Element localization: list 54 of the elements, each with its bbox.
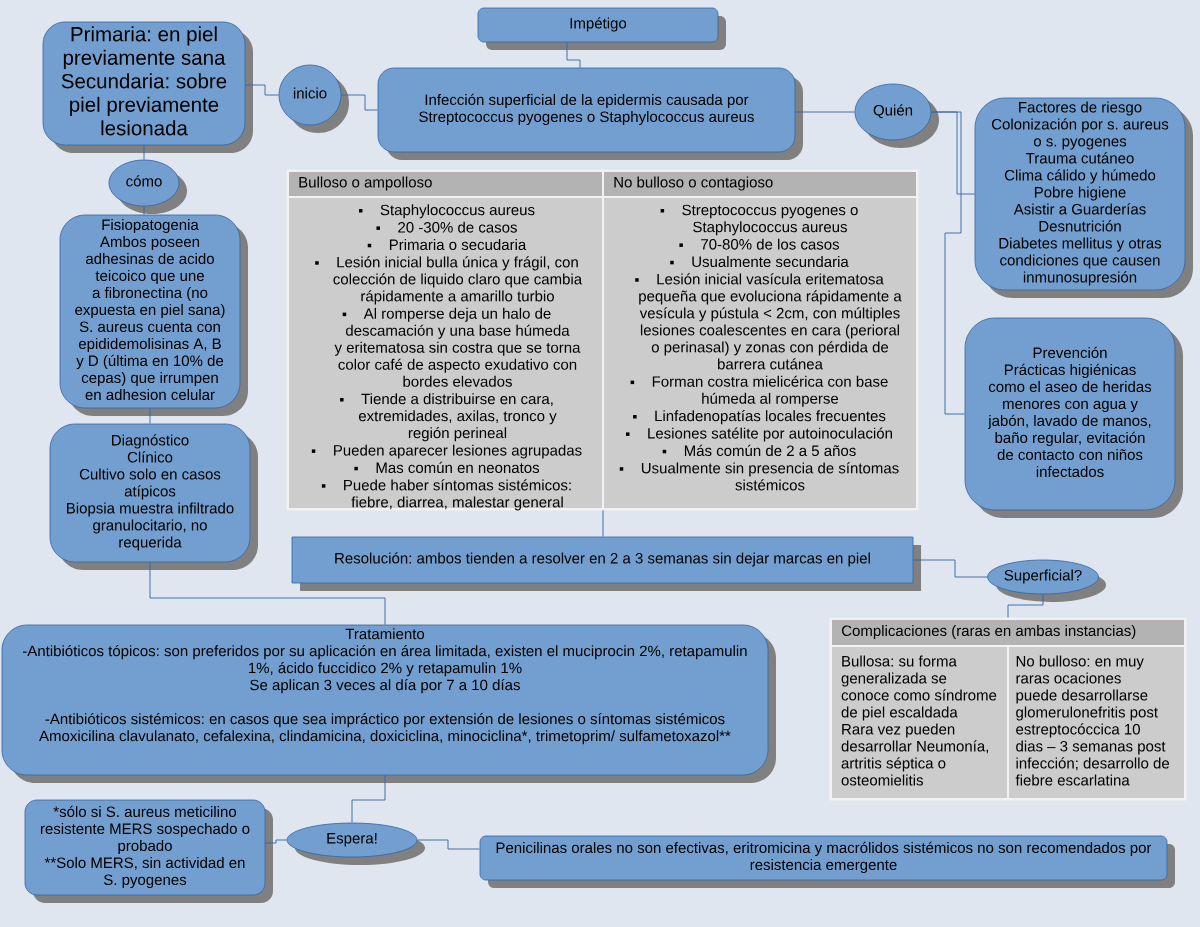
node-label: Más común de 2 a 5 años	[684, 444, 856, 457]
concept-box: Diagnóstico Clínico Cultivo solo en casos atípicos Biopsia muestra infiltrado granulocitario, no requerida	[49, 423, 258, 570]
table-header-cell: Bulloso o ampolloso	[289, 172, 602, 196]
node-label: Mas común en neonatos	[376, 461, 540, 474]
node-label: Lesiones satélite por autoinoculación	[648, 427, 892, 442]
connector-line	[264, 839, 288, 844]
connector-line	[340, 94, 379, 111]
connector-line	[416, 839, 481, 850]
title-box: Impétigo	[477, 7, 726, 50]
connector-line	[930, 111, 966, 415]
node-label: Usualmente secundaria	[692, 256, 849, 268]
connector-line	[351, 774, 386, 824]
node-label: Pueden aparecer lesiones agrupadas	[334, 444, 582, 459]
node-label: Bullosa: su forma generalizada se conoce como síndrome de piel escaldada	[841, 655, 997, 721]
concept-box: Infección superficial de la epidermis causada por Streptococcus pyogenes o Staphylococcus aureus	[377, 67, 803, 160]
table-cell: No bulloso: en muy raras ocaciones puede desarrollarse glomerulonefritis post estreptocóccica 10 dias – 3 semanas post infección; desarrollo de fiebre escarlatina	[1009, 647, 1184, 798]
node-label: Streptococcus pyogenes o Staphylococcus aureus	[682, 204, 858, 236]
concept-box: *sólo si S. aureus meticilino resistente MERS sospechado o probado **Solo MERS, sin actividad en S. pyogenes	[24, 799, 273, 903]
node-label: Al romperse deja un halo de descamación y una base húmeda y eritematosa sin costra que se torna color café de aspecto exudativo con bordes elevados	[334, 307, 581, 387]
concept-box: Prevención Prácticas higiénicas como el aseo de heridas menores con agua y jabón, lavado de manos, baño regular, evitación de contacto con niños infectados	[964, 317, 1183, 518]
connector-line	[1007, 593, 1044, 618]
connector-line	[149, 407, 151, 425]
connector-line	[244, 84, 280, 96]
table-cell: Bullosa: su forma generalizada se conoce como síndrome de piel escaldada Rara vez pueden desarrollar Neumonía, artritis séptica o osteomielitis	[832, 647, 1007, 798]
table-header-cell: Complicaciones (raras en ambas instancias)	[832, 620, 1184, 645]
node-label: Linfadenopatías locales frecuentes	[655, 410, 886, 425]
concept-box: Resolución: ambos tienden a resolver en 2 a 3 semanas sin dejar marcas en piel	[291, 536, 921, 591]
concept-box: Fisiopatogenia Ambos poseen adhesinas de acido teicoico que une a fibronectina (no expuesta en piel sana) S. aureus cuenta con epididemolisinas A, B y D (última en 10% de cepas) que irrumpen en adhesion celular	[59, 214, 248, 416]
node-label: Rara vez pueden desarrollar Neumonía, artritis séptica o osteomielitis	[841, 723, 989, 786]
node-label: Usualmente sin presencia de síntomas sistémicos	[641, 462, 899, 491]
node-label: 70-80% de los casos	[701, 238, 840, 250]
node-label: Puede haber síntomas sistémicos: fiebre, diarrea, malestar general	[344, 479, 571, 511]
concept-box: Factores de riesgo Colonización por s. aureus o s. pyogenes Trauma cutáneo Clima cálido y húmedo Pobre higiene Asistir a Guarderías Desnutrición Diabetes mellitus y otras condiciones que causen inmunosupresión	[974, 97, 1193, 298]
node-label: No bulloso: en muy raras ocaciones puede desarrollarse glomerulonefritis post estreptocóccica 10 dias – 3 semanas post infección; desarrollo de fiebre escarlatina	[1015, 655, 1170, 786]
connector-line	[143, 205, 145, 216]
concept-box: Primaria: en piel previamente sana Secundaria: sobre piel previamente lesionada	[42, 21, 253, 153]
connector-line	[143, 144, 145, 161]
connector-line	[149, 561, 386, 626]
concept-box: Tratamiento -Antibióticos tópicos: son preferidos por su aplicación en área limitada, existen el muciprocin 2%, retapamulin 1%, ácido fuccidico 2% y retapamulin 1% Se aplican 3 veces al día por 7 a 10 días -Antibióticos sistémicos: en casos que sea impráctico por extensión de lesiones o síntomas sistémicos Amoxicilina clavulanato, cefalexina, clindamicina, doxiciclina, minociclina*, trimetoprim/ sulfametoxazol**	[1, 624, 776, 783]
node-label: Lesión inicial bulla única y frágil, con colección de liquido claro que cambia rápidamente a amarillo turbio	[333, 256, 583, 305]
node-label: Forman costra mielicérica con base húmeda al romperse	[652, 375, 888, 407]
table-header-cell: No bulloso o contagioso	[604, 172, 916, 196]
connector-line	[602, 510, 604, 538]
node-label: Tiende a distribuirse en cara, extremidades, axilas, tronco y región perineal	[358, 393, 557, 442]
node-label: Staphylococcus aureus	[380, 204, 535, 219]
concept-box: Penicilinas orales no son efectivas, eritromicina y macrólidos sistémicos no son recomendados por resistencia emergente	[479, 835, 1175, 888]
connector-line	[566, 41, 581, 69]
table-cell: Streptococcus pyogenes o Staphylococcus aureus 70-80% de los casos Usualmente secundaria Lesión inicial vasícula eritematosa pequeña que evoluciona rápidamente a vesícula y pústula < 2cm, con múltiples lesiones coalescentes en cara (perioral o perinasal) y zonas con pérdida de barrera cutánea Forman costra mielicérica con base húmeda al romperse Linfadenopatías locales frecuentes Lesiones satélite por autoinoculación Más común de 2 a 5 años Usualmente sin presencia de síntomas sistémicos	[604, 198, 916, 508]
connector-line	[794, 111, 856, 113]
node-label: Lesión inicial vasícula eritematosa pequeña que evoluciona rápidamente a vesícula y pústula < 2cm, con múltiples lesiones coalescentes en cara (perioral o perinasal) y zonas con pérdida de barrera cutánea	[639, 273, 902, 370]
connector-line	[912, 559, 988, 578]
table-cell: Staphylococcus aureus 20 -30% de casos Primaria o secudaria Lesión inicial bulla única y frágil, con colección de liquido claro que cambia rápidamente a amarillo turbio Al romperse deja un halo de descamación y una base húmeda y eritematosa sin costra que se torna color café de aspecto exudativo con bordes elevados Tiende a distribuirse en cara, extremidades, axilas, tronco y región perineal Pueden aparecer lesiones agrupadas Mas común en neonatos Puede haber síntomas sistémicos: fiebre, diarrea, malestar general	[289, 198, 602, 511]
node-label: 20 -30% de casos	[398, 221, 517, 233]
node-label: Primaria o secudaria	[389, 239, 527, 251]
